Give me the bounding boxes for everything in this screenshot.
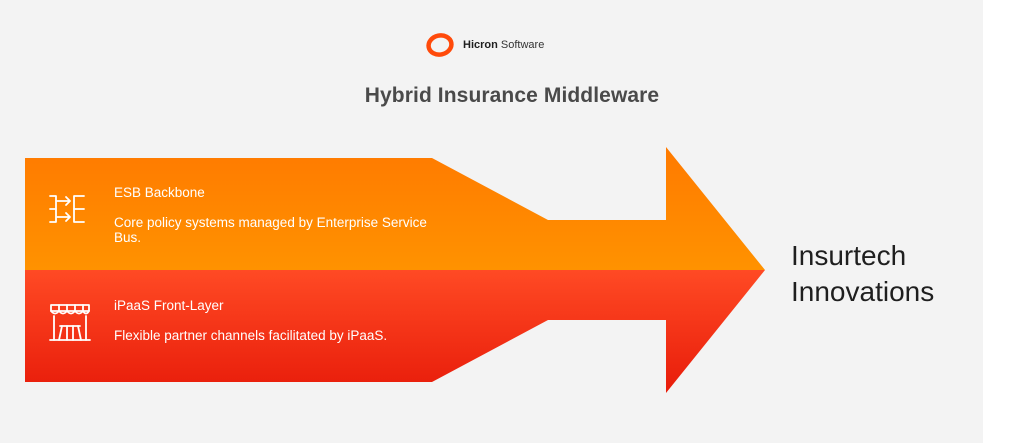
- logo-ring-icon: [426, 33, 454, 57]
- outcome-label: Insurtech Innovations: [791, 238, 971, 310]
- hicron-logo: Hicron Software: [425, 30, 544, 60]
- ipaas-layer-description: Flexible partner channels facilitated by…: [114, 328, 388, 343]
- merge-arrow: [25, 147, 765, 393]
- outcome-text: Insurtech Innovations: [791, 240, 935, 307]
- flow-arrows-icon: [49, 195, 85, 223]
- logo-brand: Hicron: [463, 39, 498, 51]
- esb-layer-description: Core policy systems managed by Enterpris…: [114, 215, 427, 245]
- ipaas-arrow-band: [25, 270, 765, 393]
- storefront-icon: [49, 304, 91, 341]
- ipaas-layer-title: iPaaS Front-Layer: [114, 298, 224, 313]
- logo-wordmark: Hicron Software: [463, 39, 544, 51]
- esb-arrow-band: [25, 147, 765, 270]
- esb-layer-title: ESB Backbone: [114, 185, 205, 200]
- page-title: Hybrid Insurance Middleware: [364, 84, 660, 107]
- logo-suffix: Software: [500, 39, 545, 51]
